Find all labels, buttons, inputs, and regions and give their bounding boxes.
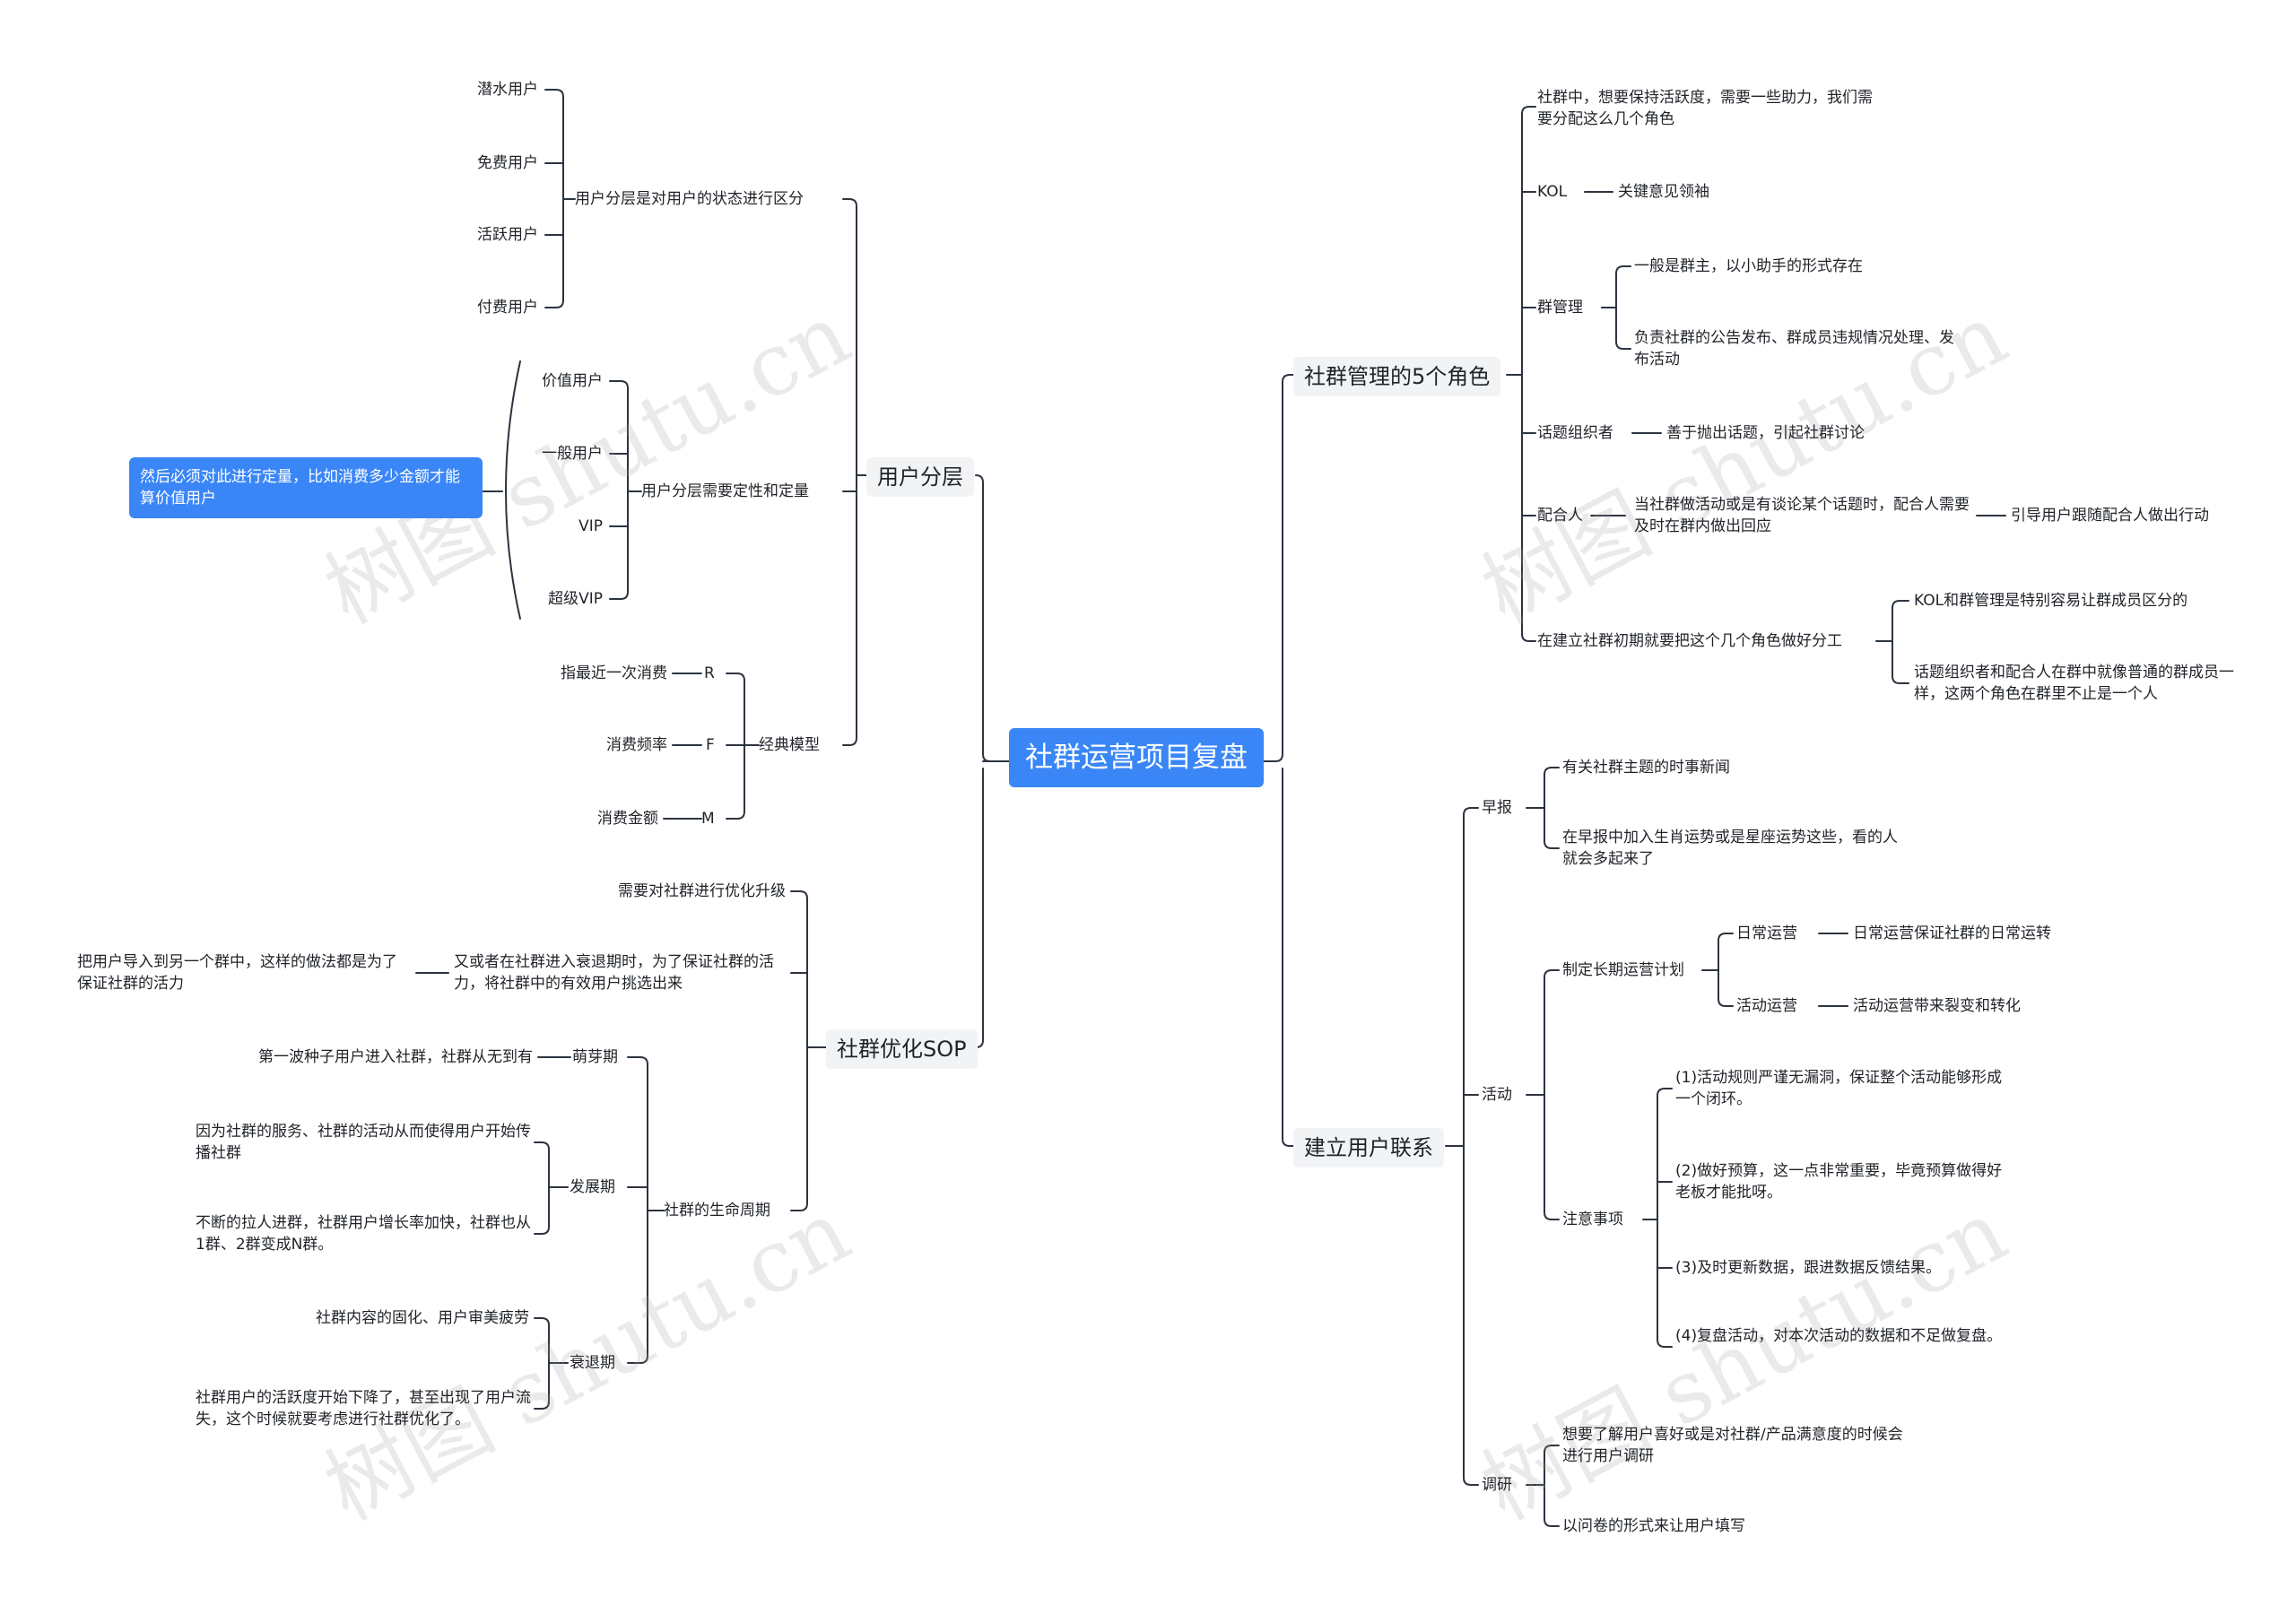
node-event-ops[interactable]: 活动运营 <box>1736 997 1797 1015</box>
node-notes[interactable]: 注意事项 <box>1562 1211 1623 1228</box>
node-role-topic[interactable]: 话题组织者 <box>1537 424 1613 442</box>
node-role-partner[interactable]: 配合人 <box>1537 507 1583 525</box>
node-stage-develop[interactable]: 发展期 <box>570 1178 615 1196</box>
node-classic-model[interactable]: 经典模型 <box>759 736 820 754</box>
node-quant-item[interactable]: 超级VIP <box>548 590 603 608</box>
node-admin-item[interactable]: 负责社群的公告发布、群成员违规情况处理、发布活动 <box>1634 329 1954 369</box>
node-sop-decline[interactable]: 又或者在社群进入衰退期时，为了保证社群的活力，将社群中的有效用户挑选出来 <box>454 953 774 993</box>
node-role-kol[interactable]: KOL <box>1537 183 1568 201</box>
node-morning-item[interactable]: 在早报中加入生肖运势或是星座运势这些，看的人就会多起来了 <box>1562 829 1898 868</box>
model-desc-f[interactable]: 消费频率 <box>606 736 667 754</box>
model-desc-m[interactable]: 消费金额 <box>597 810 658 828</box>
node-role-admin[interactable]: 群管理 <box>1537 299 1583 317</box>
root-node[interactable]: 社群运营项目复盘 <box>1009 728 1264 787</box>
node-note-item[interactable]: (4)复盘活动，对本次活动的数据和不足做复盘。 <box>1675 1327 2003 1345</box>
node-stage-fade[interactable]: 衰退期 <box>570 1354 615 1372</box>
node-layer-quant[interactable]: 用户分层需要定性和定量 <box>641 482 809 500</box>
node-survey-item[interactable]: 想要了解用户喜好或是对社群/产品满意度的时候会进行用户调研 <box>1562 1426 1903 1465</box>
node-develop-text[interactable]: 因为社群的服务、社群的活动从而使得用户开始传播社群 <box>196 1123 531 1162</box>
note-quant-definition[interactable]: 然后必须对此进行定量，比如消费多少金额才能算价值用户 <box>129 457 483 518</box>
node-morning-item[interactable]: 有关社群主题的时事新闻 <box>1562 759 1730 777</box>
model-key-f[interactable]: F <box>706 736 715 754</box>
node-survey-item[interactable]: 以问卷的形式来让用户填写 <box>1562 1517 1745 1535</box>
node-topic-desc[interactable]: 善于抛出话题，引起社群讨论 <box>1666 424 1865 442</box>
node-partner-desc2[interactable]: 引导用户跟随配合人做出行动 <box>2011 507 2209 525</box>
node-morning[interactable]: 早报 <box>1482 799 1512 817</box>
node-admin-item[interactable]: 一般是群主，以小助手的形式存在 <box>1634 257 1863 275</box>
node-fade-text[interactable]: 社群用户的活跃度开始下降了，甚至出现了用户流失，这个时候就要考虑进行社群优化了。 <box>196 1389 531 1428</box>
node-stage-sprout[interactable]: 萌芽期 <box>572 1048 618 1066</box>
node-role-division[interactable]: 在建立社群初期就要把这个几个角色做好分工 <box>1537 632 1842 650</box>
node-state-item[interactable]: 活跃用户 <box>477 226 538 244</box>
node-daily-ops[interactable]: 日常运营 <box>1736 924 1797 942</box>
node-quant-item[interactable]: VIP <box>578 517 603 535</box>
node-note-item[interactable]: (2)做好预算，这一点非常重要，毕竟预算做得好老板才能批呀。 <box>1675 1162 2003 1202</box>
node-division-item[interactable]: KOL和群管理是特别容易让群成员区分的 <box>1914 592 2188 610</box>
node-sprout-text[interactable]: 第一波种子用户进入社群，社群从无到有 <box>258 1048 533 1066</box>
node-partner-desc[interactable]: 当社群做活动或是有谈论某个话题时，配合人需要及时在群内做出回应 <box>1634 496 1970 535</box>
node-state-item[interactable]: 免费用户 <box>477 154 538 172</box>
category-user-contact[interactable]: 建立用户联系 <box>1293 1128 1444 1167</box>
model-desc-r[interactable]: 指最近一次消费 <box>561 664 667 682</box>
category-user-layering[interactable]: 用户分层 <box>866 457 974 497</box>
node-activity[interactable]: 活动 <box>1482 1086 1512 1104</box>
node-division-item[interactable]: 话题组织者和配合人在群中就像普通的群成员一样，这两个角色在群里不止是一个人 <box>1914 664 2234 703</box>
node-event-ops-desc[interactable]: 活动运营带来裂变和转化 <box>1853 997 2021 1015</box>
node-roles-intro[interactable]: 社群中，想要保持活跃度，需要一些助力，我们需要分配这么几个角色 <box>1537 89 1873 128</box>
node-long-plan[interactable]: 制定长期运营计划 <box>1562 961 1684 979</box>
node-layer-state[interactable]: 用户分层是对用户的状态进行区分 <box>575 190 804 208</box>
category-community-sop[interactable]: 社群优化SOP <box>826 1029 978 1069</box>
node-life-cycle[interactable]: 社群的生命周期 <box>664 1202 770 1219</box>
category-five-roles[interactable]: 社群管理的5个角色 <box>1293 357 1501 396</box>
node-survey[interactable]: 调研 <box>1482 1476 1512 1494</box>
node-quant-item[interactable]: 一般用户 <box>542 445 603 463</box>
node-note-item[interactable]: (3)及时更新数据，跟进数据反馈结果。 <box>1675 1259 1942 1277</box>
node-kol-desc[interactable]: 关键意见领袖 <box>1618 183 1709 201</box>
node-note-item[interactable]: (1)活动规则严谨无漏洞，保证整个活动能够形成一个闭环。 <box>1675 1069 2003 1108</box>
node-sop-need[interactable]: 需要对社群进行优化升级 <box>618 882 786 900</box>
model-key-m[interactable]: M <box>701 810 715 828</box>
node-daily-ops-desc[interactable]: 日常运营保证社群的日常运转 <box>1853 924 2051 942</box>
node-state-item[interactable]: 潜水用户 <box>477 81 538 99</box>
model-key-r[interactable]: R <box>704 664 715 682</box>
node-fade-text[interactable]: 社群内容的固化、用户审美疲劳 <box>316 1309 529 1327</box>
node-develop-text[interactable]: 不断的拉人进群，社群用户增长率加快，社群也从1群、2群变成N群。 <box>196 1214 531 1254</box>
node-state-item[interactable]: 付费用户 <box>477 299 538 317</box>
node-sop-decline-child[interactable]: 把用户导入到另一个群中，这样的做法都是为了保证社群的活力 <box>77 953 397 993</box>
node-quant-item[interactable]: 价值用户 <box>542 372 603 390</box>
